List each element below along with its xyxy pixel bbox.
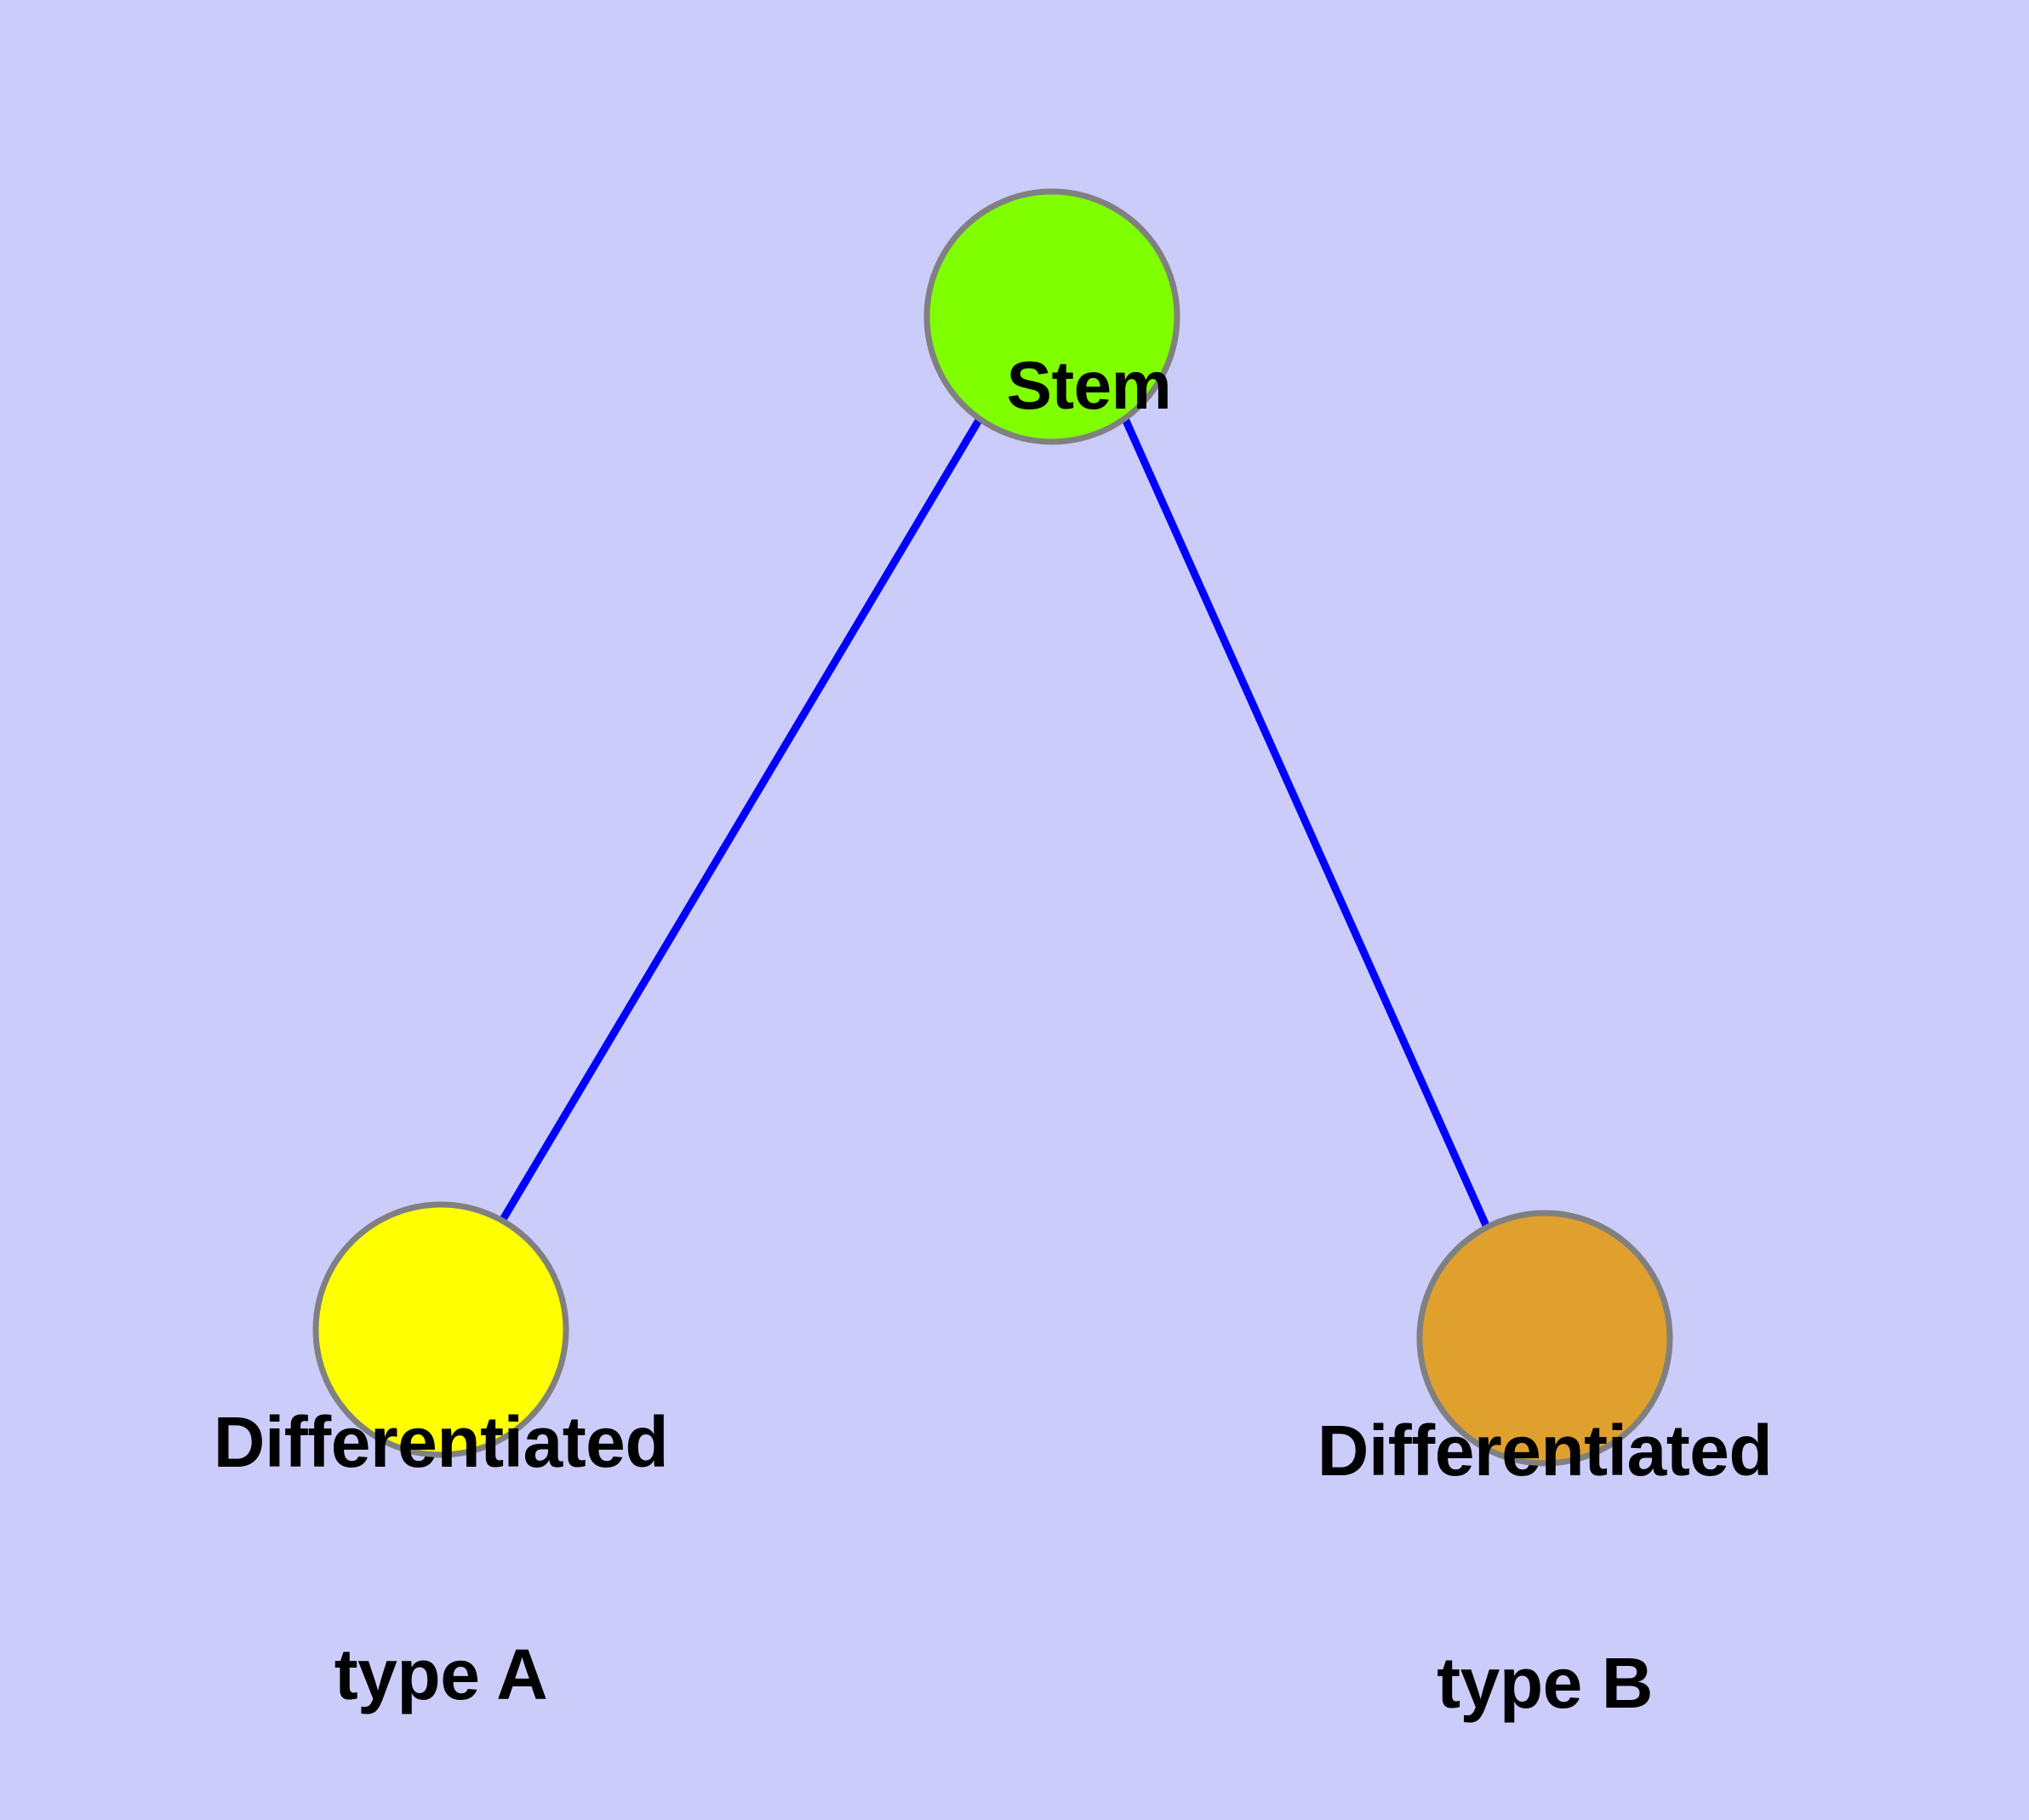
node-stem[interactable] [923,188,1180,445]
edge-stem-to-differentiated-type-b[interactable] [1121,417,1492,1231]
node-layer [312,188,1673,1467]
node-differentiated-type-a[interactable] [312,1201,569,1458]
edge-stem-to-differentiated-type-a[interactable] [499,416,983,1223]
edge-layer [499,416,1492,1231]
node-differentiated-type-b[interactable] [1416,1210,1673,1467]
